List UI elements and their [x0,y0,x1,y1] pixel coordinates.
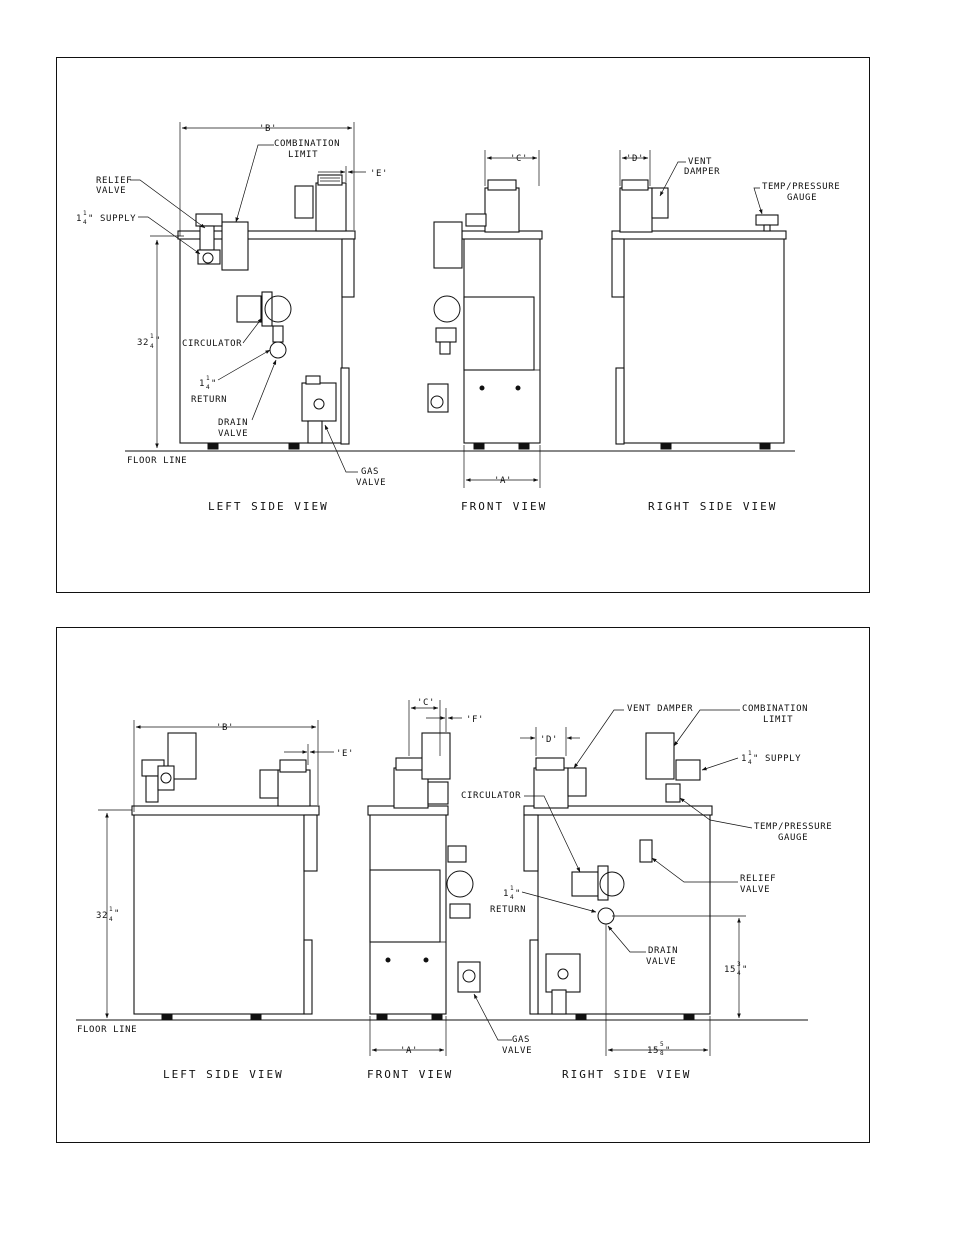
top-dim-c: 'C' [510,154,528,164]
svg-text:1: 1 [109,906,113,913]
bottom-width-15-dimension: 15 5 8 " [647,1041,671,1057]
bottom-gas-label: GAS [512,1035,530,1045]
svg-text:1: 1 [150,333,154,340]
svg-text:": " [665,1046,671,1056]
bottom-height-15-dimension: 15 3 4 " [724,961,748,977]
svg-text:": " [155,336,161,346]
top-dim-a: 'A' [494,476,512,486]
bottom-vent-label: VENT DAMPER [627,704,693,714]
svg-text:1: 1 [510,885,514,892]
top-dim-d: 'D' [626,154,644,164]
bottom-drain-label: DRAIN [648,946,678,956]
bottom-left-side-view-title: LEFT SIDE VIEW [163,1068,284,1081]
bottom-supply-label: 1 1 4 " SUPPLY [741,750,801,766]
top-vent-label: VENT [688,157,712,167]
svg-text:4: 4 [737,970,741,977]
bottom-front-view [367,732,481,1021]
top-supply-label: 1 1 4 " SUPPLY [76,210,136,226]
top-combination-label: COMBINATION [274,139,340,149]
bottom-dim-c: 'C' [417,698,435,708]
top-dim-b: 'B' [259,124,277,134]
bottom-return-label: 1 1 4 " RETURN [490,885,526,915]
svg-text:VALVE: VALVE [96,186,126,196]
svg-text:4: 4 [83,219,87,226]
svg-text:1: 1 [503,889,509,899]
svg-text:15: 15 [724,965,736,975]
svg-text:DAMPER: DAMPER [684,167,720,177]
svg-text:4: 4 [748,759,752,766]
bottom-circulator-label: CIRCULATOR [461,791,521,801]
top-return-label: 1 1 4 " RETURN [191,375,227,405]
svg-text:" SUPPLY: " SUPPLY [88,214,136,224]
svg-text:1: 1 [206,375,210,382]
bottom-relief-label: RELIEF [740,874,776,884]
svg-text:" SUPPLY: " SUPPLY [753,754,801,764]
svg-text:32: 32 [137,338,149,348]
svg-text:32: 32 [96,911,108,921]
svg-text:VALVE: VALVE [740,885,770,895]
top-front-view-title: FRONT VIEW [461,500,547,513]
svg-text:": " [742,965,748,975]
top-dim-e: 'E' [370,169,388,179]
svg-text:4: 4 [206,384,210,391]
bottom-dim-b: 'B' [216,723,234,733]
top-relief-label: RELIEF [96,176,132,186]
top-right-side-view-title: RIGHT SIDE VIEW [648,500,777,513]
svg-text:5: 5 [660,1041,664,1048]
svg-text:GAUGE: GAUGE [787,193,817,203]
bottom-left-side-view [131,732,320,1021]
top-floor-line-label: FLOOR LINE [127,456,187,466]
svg-text:8: 8 [660,1050,664,1057]
top-height-dimension: 32 1 4 " [137,333,161,350]
svg-text:15: 15 [647,1046,659,1056]
svg-text:VALVE: VALVE [646,957,676,967]
svg-text:4: 4 [109,916,113,923]
top-temp-label: TEMP/PRESSURE [762,182,840,192]
svg-text:GAUGE: GAUGE [778,833,808,843]
svg-text:1: 1 [748,750,752,757]
svg-text:VALVE: VALVE [218,429,248,439]
svg-text:4: 4 [150,343,154,350]
bottom-dim-a: 'A' [400,1046,418,1056]
bottom-dim-e: 'E' [336,749,354,759]
svg-text:LIMIT: LIMIT [763,715,793,725]
bottom-dim-f: 'F' [466,715,484,725]
svg-text:": " [114,909,120,919]
top-right-side-view [611,179,787,450]
top-left-side-view [177,174,356,450]
top-drain-label: DRAIN [218,418,248,428]
svg-text:RETURN: RETURN [191,395,227,405]
top-left-side-view-title: LEFT SIDE VIEW [208,500,329,513]
bottom-height-dimension: 32 1 4 " [96,906,120,923]
bottom-floor-line-label: FLOOR LINE [77,1025,137,1035]
svg-text:": " [211,379,217,389]
svg-text:1: 1 [76,214,82,224]
top-front-view [427,179,543,450]
top-circulator-label: CIRCULATOR [182,339,242,349]
top-gas-label: GAS [361,467,379,477]
bottom-right-side-view [523,732,713,1021]
bottom-combination-label: COMBINATION [742,704,808,714]
bottom-temp-label: TEMP/PRESSURE [754,822,832,832]
svg-text:VALVE: VALVE [356,478,386,488]
svg-text:1: 1 [199,379,205,389]
svg-text:VALVE: VALVE [502,1046,532,1056]
svg-text:1: 1 [83,210,87,217]
svg-text:LIMIT: LIMIT [288,150,318,160]
svg-text:3: 3 [737,961,741,968]
bottom-dim-d: 'D' [540,735,558,745]
bottom-right-side-view-title: RIGHT SIDE VIEW [562,1068,691,1081]
svg-text:": " [515,889,521,899]
svg-text:1: 1 [741,754,747,764]
svg-text:RETURN: RETURN [490,905,526,915]
svg-text:4: 4 [510,894,514,901]
bottom-front-view-title: FRONT VIEW [367,1068,453,1081]
